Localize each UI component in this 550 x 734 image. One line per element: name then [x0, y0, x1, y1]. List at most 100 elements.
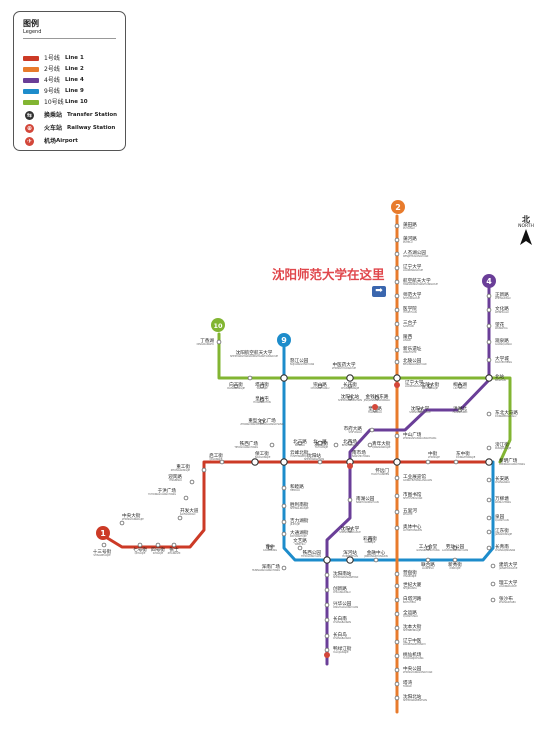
station-caixiajie[interactable]: 彩霞街CAIXIAJIE — [363, 535, 377, 544]
station-sihaojie[interactable]: 四号街SIHAOJIE — [151, 542, 165, 555]
station-baogongjie[interactable]: 保工街BAOGONGJIE — [251, 450, 271, 466]
station-chongshanlu[interactable]: 崇山路CHONGSHANLU — [311, 381, 330, 390]
station-changanlu[interactable]: 长安路CHANGANLU — [486, 475, 510, 484]
station-yingbinlu[interactable]: 迎宾路YINGBINLU — [168, 473, 195, 485]
station-quanyunlu[interactable]: 全运路QUANYUNLU — [394, 609, 418, 618]
station-wenhualu[interactable]: 文化路WENHUALU — [486, 305, 509, 314]
station-renjiehugongyuan[interactable]: 人杰湖公园RENJIEHUGONGYUAN — [394, 249, 429, 258]
station-zhongjie[interactable]: 中街ZHONGJIE — [425, 450, 440, 465]
station-changqingnan[interactable]: 长青南CHANGQINGNAN — [486, 543, 515, 552]
station-yuhongguangchang[interactable]: 于洪广场YUHONGGUANGCHANG — [148, 487, 189, 501]
station-jinrongzhongxin[interactable]: 金融中心JINRONGZHONGXIN — [363, 549, 388, 563]
station-putianlu[interactable]: 蒲田路PUTIANLU — [394, 221, 417, 230]
station-yingpanjie[interactable]: 营盘街YINGPANJIE — [394, 569, 417, 578]
station-baitahelu[interactable]: 白塔河路BAITAHELU — [394, 595, 422, 604]
station-changbainan[interactable]: 长白南CHANGBAINAN — [324, 615, 351, 624]
station-beilinggongyuan[interactable]: 北陵公园BEILINGGONGYUAN — [394, 357, 427, 366]
station-tiexiguangchang[interactable]: 铁西广场TIEXIGUANGCHANG — [234, 440, 275, 449]
station-yalujiangjie[interactable]: 鸭绿江街YALUJIANGJIE — [324, 645, 352, 654]
station-jiangdongjie[interactable]: 江东街JIANGDONGJIE — [486, 527, 512, 536]
station-ligongdaxue[interactable]: 理工大学LIGONGDAXUE — [490, 579, 518, 588]
station-dongzhongjie[interactable]: 东中街DONGZHONGJIE — [453, 450, 476, 465]
station-lingxi[interactable]: 陵西LINGXI — [394, 333, 413, 342]
station-hunhezhan[interactable]: 浑河站HUNHEZHAN — [342, 549, 358, 564]
station-santaizi[interactable]: 三台子SANTAIZI — [394, 319, 417, 328]
station-changjiangjie[interactable]: 长江街CHANGJIANGJIE — [341, 381, 360, 390]
station-zhongyangdajie[interactable]: 中央大街ZHONGYANGDAJIE — [119, 512, 144, 526]
station-hunnanguangchang[interactable]: 浑南广场HUNNANGUANGCHANG — [252, 563, 287, 572]
station-shenyangzhan[interactable]: 沈阳站SHENYANGZHAN — [304, 452, 324, 465]
station-wenyilu[interactable]: 文艺路WENYILU — [293, 537, 307, 551]
station-jianzhudaxue[interactable]: 建筑大学JIANZHUDAXUE — [490, 561, 518, 570]
station-tawan[interactable]: 塔湾TAWAN — [394, 679, 413, 688]
station-zhangshabu[interactable]: 张沙布ZHANGSHABU — [490, 595, 516, 604]
station-zhongyanggongyuan[interactable]: 中央公园ZHONGYANGGONGYUAN — [394, 665, 432, 674]
station-xinxiujie[interactable]: 新秀街XINXIUJIE — [448, 557, 462, 570]
station-shisanhaojie[interactable]: 十三号街SHISANHAOJIE — [93, 542, 112, 557]
station-xianggongjie[interactable]: 向工街XIANGGONGJIE — [227, 381, 245, 390]
station-shenyangbeizhan[interactable]: 沈阳北站SHENYANGBEIZHAN — [338, 393, 362, 402]
station-wulihe[interactable]: 五里河WULIHE — [394, 507, 417, 516]
station-limingguangchang[interactable]: 黎明广场LIMINGGUANGCHANG — [485, 457, 525, 466]
station-shijidasha[interactable]: 世纪大厦SHIJIDASHA — [394, 581, 422, 590]
station-beilingdajie[interactable]: 北陵大街BEILINGDAJIE — [421, 381, 440, 390]
station-kaifadadao[interactable]: 开发大道KAIFADADAO — [177, 507, 199, 521]
station-honghubei[interactable]: 洪湖北HONGHUBEI — [453, 405, 468, 414]
station-taoxianjichang[interactable]: 桃仙机场TAOXIANJICHANG — [394, 651, 424, 660]
station-shenyangdaxue[interactable]: 沈阳大学SHENYANGDAXUE — [339, 525, 361, 534]
station-qihaojie[interactable]: 七号街QIHAOJIE — [133, 542, 147, 555]
station-zhongshanguangchang[interactable]: 中山广场ZHONGSHANGUANGCHANG — [394, 431, 436, 440]
station-hangkonghangtiandaxue[interactable]: 航空航天大学HANGKONGHANGTIANDAXUE — [394, 277, 438, 286]
station-zhonggongjie[interactable]: 重工街ZHONGGONGJIE — [171, 463, 207, 473]
station-qingniandajie[interactable]: 青年大街QINGNIANDAJIE — [367, 440, 391, 449]
station-liaoningdaxue[interactable]: 辽宁大学LIAONINGDAXUE — [393, 374, 426, 388]
station-beiyilu[interactable]: 北一路BEIYILU — [313, 438, 327, 447]
station-shenyangnanzhan[interactable]: 沈阳南站SHENYANGNANZHAN — [324, 570, 358, 579]
station-puhelu[interactable]: 蒲河路PUHELU — [394, 235, 417, 244]
station-shenyangbeizhan[interactable]: 沈阳北站SHENYANGBEIZHAN — [394, 693, 427, 702]
station-liaoningdaxue[interactable]: 辽宁大学LIAONINGDAXUE — [394, 263, 423, 272]
station-shenyanghangkonghangtiandaxue[interactable]: 沈阳航空航天大学SHENYANGHANGKONGHANGTIANDAXUE — [230, 349, 279, 381]
station-datonghujie[interactable]: 大通湖街DATONGHUJIE — [281, 529, 309, 538]
station-hemulu[interactable]: 和睦路HEMULU — [281, 483, 304, 492]
station-zhangshi[interactable]: 张士ZHANGSHI — [168, 542, 181, 555]
station-tiexigongyuan[interactable]: 铁西公园TIEXIGONGYUAN — [301, 549, 331, 564]
station-liaoningzhongyi[interactable]: 辽宁中医LIAONINGZHONGYI — [394, 637, 426, 646]
station-jinqiansongdonglu[interactable]: 金钱松东路JINQIANSONGDONGLU — [363, 393, 391, 402]
station-zhengxinlu[interactable]: 正新路ZHENGXINLU — [486, 291, 511, 300]
station-huanggutun[interactable]: 皇姑屯HUANGGUTUN — [253, 395, 271, 404]
station-yixueyuan[interactable]: 医学院YIXUEYUAN — [394, 305, 417, 314]
station-dingxianghu[interactable]: 丁香湖DINGXIANGHU — [197, 337, 222, 346]
station-nujianggongyuan[interactable]: 怒江公园NUJIANGGONGYUAN — [280, 357, 315, 382]
station-tawanjie[interactable]: 塔湾街TAWANJIE — [255, 381, 269, 390]
station-qigongjie[interactable]: 启工街QIGONGJIE — [209, 452, 225, 465]
station-beierlu[interactable]: 北二路BEIERLU — [293, 438, 307, 447]
station-yunfengbeijie[interactable]: 云峰北街YUNFENGBEIJIE — [280, 449, 309, 466]
station-caozhong[interactable]: 曹仲CAOZHONG — [263, 543, 277, 552]
station-wanghua[interactable]: 望花WANGHUA — [486, 321, 508, 330]
station-shenglinanjie[interactable]: 胜利南街SHENGLINANJIE — [281, 501, 309, 510]
station-shenbendajie[interactable]: 沈本大街SHENBENDAJIE — [394, 623, 422, 632]
station-shifandaxue[interactable]: 师范大学SHIFANDAXUE — [394, 291, 422, 300]
station-lianhelu[interactable]: 联合路LIANHELU — [421, 557, 435, 570]
station-laodonggongyuan[interactable]: 劳动公园LAODONGGONGYUAN — [442, 543, 468, 552]
station-beizhan[interactable]: 北站BEIZHAN — [485, 373, 506, 382]
station-shifudalu[interactable]: 市府大路SHIFUDALU — [344, 425, 375, 434]
station-daxuecheng[interactable]: 大学城DAXUECHENG — [486, 355, 512, 364]
station-nanhugongyuan[interactable]: 南湖公园NANHUGONGYUAN — [347, 495, 379, 504]
station-guanquanlu[interactable]: 观泉路GUANQUANLU — [486, 337, 512, 346]
station-huaiyuanmen[interactable]: 怀远门HUAIYUANMEN — [371, 458, 401, 476]
station-aotizhongxin[interactable]: 奥体中心AOTIZHONGXIN — [394, 523, 422, 532]
station-zhongxingwenhuaguangchang[interactable]: 重型文化广场ZHONGXINGWENHUAGUANGCHANG — [240, 417, 284, 426]
station-dongbeidamalu[interactable]: 东北大马路DONGBEIDAMALU — [486, 409, 518, 418]
station-pangjiangjie[interactable]: 滂江街PANGJIANGJIE — [486, 441, 512, 451]
station-jilihujie[interactable]: 吉力湖街JILIHUJIE — [281, 517, 309, 526]
station-wanliutang[interactable]: 万柳塘WANLIUTANG — [486, 495, 511, 504]
station-gongyezhanlanguan[interactable]: 工业展览馆GONGYEZHANLANGUAN — [394, 473, 432, 482]
station-shitushuguan[interactable]: 市图书馆SHITUSHUGUAN — [394, 491, 423, 500]
station-beishichang[interactable]: 北市场BEISHICHANG — [342, 438, 359, 447]
station-xinghuagongyuan[interactable]: 兴华公园XINGHUAGONGYUAN — [324, 600, 358, 609]
station-zhongyiyaodaxue[interactable]: 中医药大学ZHONGYIYAODAXUE — [332, 361, 357, 382]
station-gongrenhuitang[interactable]: 工人会堂GONGRENHUITANG — [416, 543, 439, 552]
station-changbaidao[interactable]: 长白岛CHANGBAIDAO — [324, 631, 351, 640]
